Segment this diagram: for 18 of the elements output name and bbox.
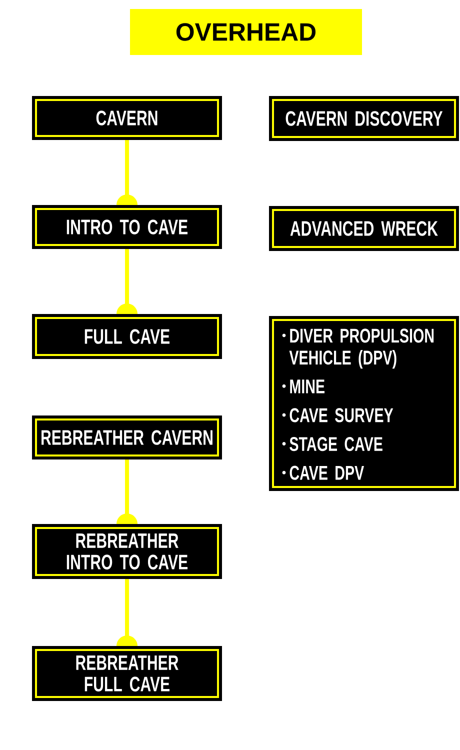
- list-item: CAVE DPV: [290, 466, 364, 480]
- course-box: REBREATHER CAVERN: [32, 416, 222, 460]
- title: OVERHEAD: [130, 9, 362, 55]
- connector: [116, 460, 138, 524]
- course-box: CAVERN DISCOVERY: [269, 96, 459, 141]
- course-box: FULL CAVE: [32, 314, 222, 359]
- connector: [116, 579, 138, 646]
- list-item: CAVE SURVEY: [290, 408, 394, 422]
- connector: [116, 249, 138, 314]
- course-box: REBREATHER FULL CAVE: [32, 646, 222, 701]
- course-box: REBREATHER INTRO TO CAVE: [32, 524, 222, 579]
- course-box: INTRO TO CAVE: [32, 205, 222, 249]
- course-box: ADVANCED WRECK: [269, 206, 459, 251]
- course-box: CAVERN: [32, 96, 222, 140]
- connector: [116, 140, 138, 205]
- list-item: MINE: [290, 380, 324, 394]
- list-item: STAGE CAVE: [290, 437, 382, 452]
- list-item: DIVER PROPULSION VEHICLE (DPV): [289, 328, 434, 369]
